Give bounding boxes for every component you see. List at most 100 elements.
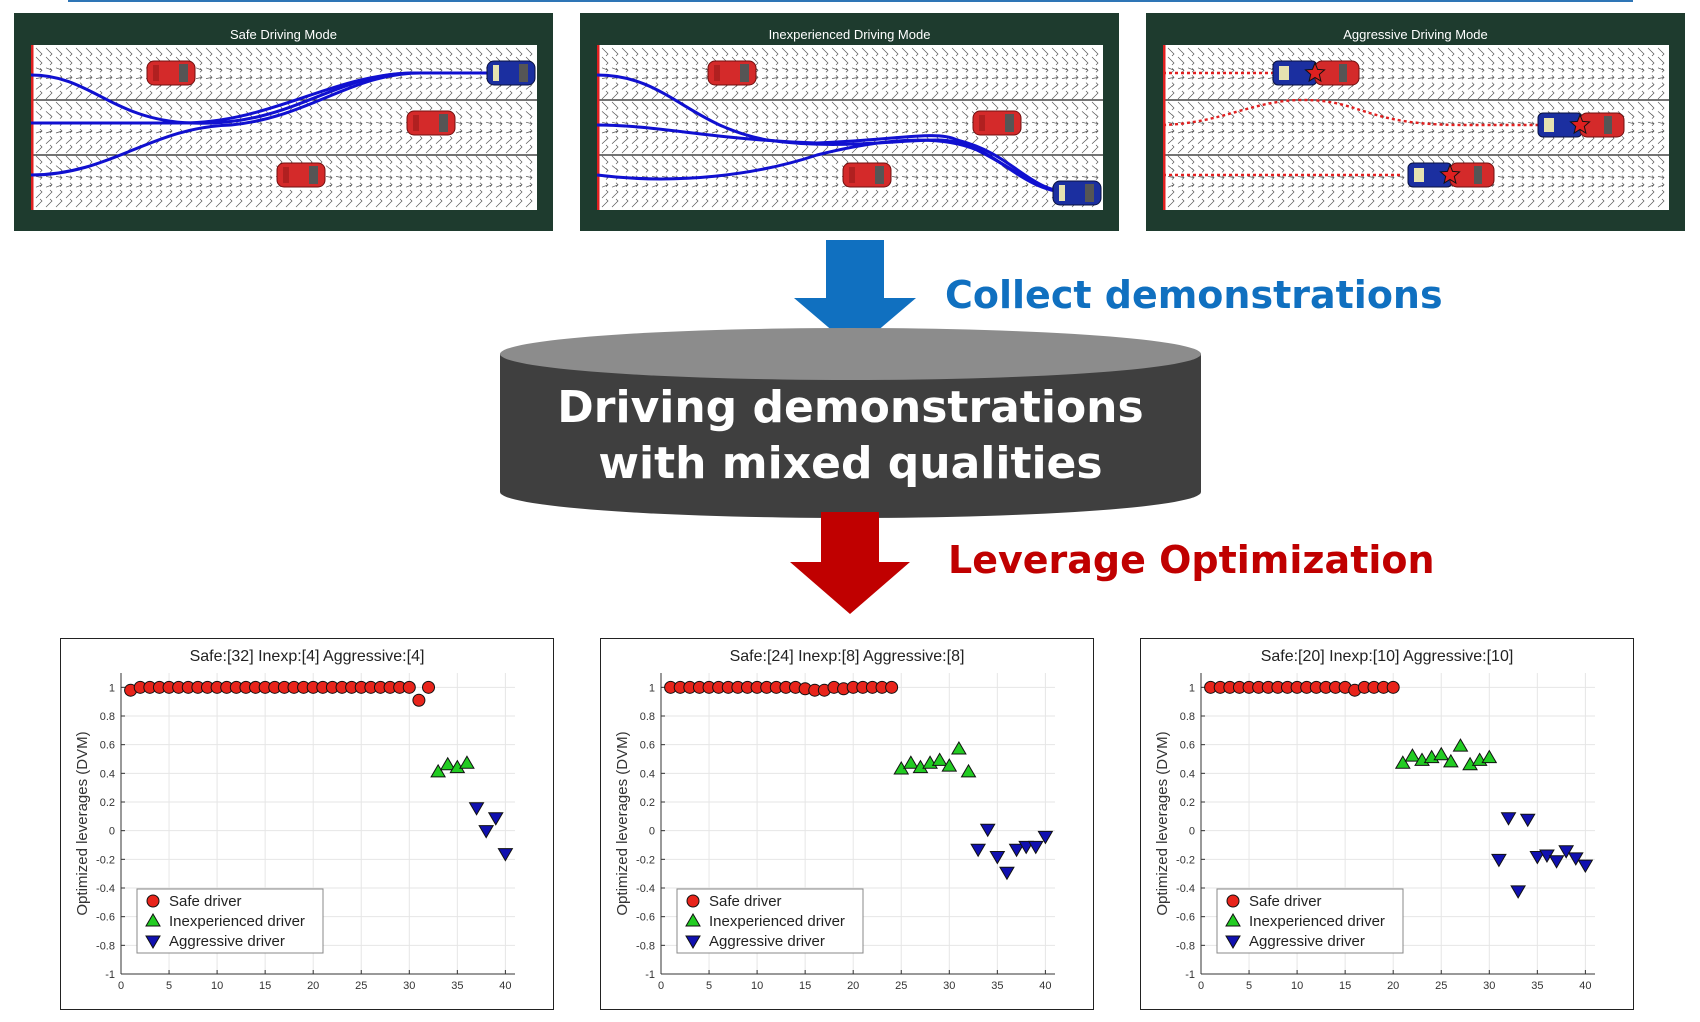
y-tick-label: -0.6: [1176, 912, 1195, 924]
data-point: [430, 763, 446, 778]
blue-car-icon: [486, 60, 536, 86]
y-axis-label: Optimized leverages (DVM): [74, 731, 91, 915]
y-tick-label: -0.8: [96, 940, 115, 952]
series-triangle-up: [893, 740, 977, 778]
x-tick-label: 40: [1039, 980, 1051, 992]
data-point: [1442, 753, 1459, 768]
optimize-arrow-icon: [790, 512, 910, 614]
x-tick-label: 25: [1435, 980, 1447, 992]
y-tick-label: -0.4: [636, 883, 655, 895]
x-tick-label: 35: [1531, 980, 1543, 992]
data-point: [1481, 749, 1498, 764]
y-tick-label: 0.6: [640, 740, 655, 752]
data-point: [1519, 813, 1536, 828]
aggressive-mode-panel: Aggressive Driving Mode: [1146, 13, 1685, 231]
y-tick-label: 0.4: [100, 768, 115, 780]
y-axis-label: Optimized leverages (DVM): [1154, 731, 1171, 915]
x-tick-label: 30: [1483, 980, 1495, 992]
trajectory-line: [1163, 98, 1543, 127]
series-triangle-down: [970, 823, 1054, 881]
legend-label: Safe driver: [169, 893, 242, 910]
x-tick-label: 10: [751, 980, 763, 992]
y-tick-label: -0.2: [636, 854, 655, 866]
legend-marker: [146, 894, 160, 908]
inexperienced-mode-panel: Inexperienced Driving Mode: [580, 13, 1119, 231]
y-tick-label: 0.2: [640, 797, 655, 809]
y-tick-label: -0.8: [1176, 940, 1195, 952]
y-tick-label: 0.8: [100, 711, 115, 723]
data-point: [989, 850, 1006, 865]
data-point: [487, 812, 504, 826]
data-point: [1529, 850, 1546, 865]
road-scene: [597, 45, 1103, 210]
y-tick-label: -1: [1185, 969, 1195, 981]
database-label: Driving demonstrations with mixed qualit…: [500, 380, 1201, 492]
legend-marker: [686, 894, 700, 908]
y-tick-label: 0.2: [100, 797, 115, 809]
data-point: [478, 825, 495, 839]
data-point: [1558, 845, 1575, 859]
collect-demonstrations-label: Collect demonstrations: [945, 273, 1443, 317]
legend-marker: [1225, 935, 1241, 949]
x-tick-label: 15: [259, 980, 271, 992]
y-tick-label: 0: [1189, 826, 1195, 838]
x-tick-label: 40: [1579, 980, 1591, 992]
x-tick-label: 15: [1339, 980, 1351, 992]
data-point: [941, 758, 958, 772]
legend-label: Aggressive driver: [709, 933, 825, 950]
y-tick-label: -1: [105, 969, 115, 981]
database-icon: [500, 328, 1201, 518]
data-point: [412, 693, 426, 707]
y-tick-label: 0.2: [1180, 797, 1195, 809]
y-tick-label: -0.6: [96, 912, 115, 924]
data-point: [1404, 748, 1421, 762]
legend-label: Aggressive driver: [169, 933, 285, 950]
legend-marker: [1225, 913, 1241, 927]
road-scene: [1163, 45, 1669, 210]
y-tick-label: 0.4: [640, 768, 655, 780]
y-tick-label: -0.2: [96, 854, 115, 866]
series-triangle-down: [468, 802, 514, 862]
y-tick-label: 1: [649, 682, 655, 694]
y-tick-label: -0.8: [636, 940, 655, 952]
data-point: [960, 763, 977, 778]
data-point: [970, 843, 986, 858]
y-tick-label: 0.6: [100, 740, 115, 752]
legend-marker: [1226, 894, 1240, 908]
x-tick-label: 25: [355, 980, 367, 992]
data-point: [1548, 855, 1565, 869]
series-circle: [124, 680, 436, 707]
legend-label: Safe driver: [1249, 893, 1322, 910]
chart-title: Safe:[20] Inexp:[10] Aggressive:[10]: [1260, 648, 1514, 665]
legend-marker: [145, 913, 161, 927]
data-point: [439, 756, 456, 771]
data-point: [459, 755, 475, 769]
data-point: [497, 848, 514, 862]
blue-car-icon: [1537, 112, 1625, 138]
series-circle: [664, 680, 899, 697]
x-tick-label: 25: [895, 980, 907, 992]
x-tick-label: 5: [166, 980, 172, 992]
x-tick-label: 0: [1198, 980, 1204, 992]
y-tick-label: 1: [109, 682, 115, 694]
red-car-icon: [842, 162, 892, 188]
y-axis-label: Optimized leverages (DVM): [614, 731, 631, 915]
series-circle: [1204, 680, 1400, 697]
series-triangle-up: [1394, 738, 1498, 771]
legend-marker: [685, 913, 701, 927]
data-point: [1491, 853, 1507, 868]
series-triangle-down: [1491, 812, 1594, 899]
red-car-icon: [406, 110, 456, 136]
data-point: [1394, 755, 1411, 769]
x-tick-label: 10: [211, 980, 223, 992]
x-tick-label: 0: [118, 980, 124, 992]
trajectory-line: [31, 71, 511, 177]
y-tick-label: -0.4: [96, 883, 115, 895]
y-tick-label: -0.6: [636, 912, 655, 924]
y-tick-label: 0.6: [1180, 740, 1195, 752]
chart-title: Safe:[24] Inexp:[8] Aggressive:[8]: [729, 648, 965, 665]
data-point: [422, 680, 436, 694]
top-rule: [68, 0, 1633, 2]
